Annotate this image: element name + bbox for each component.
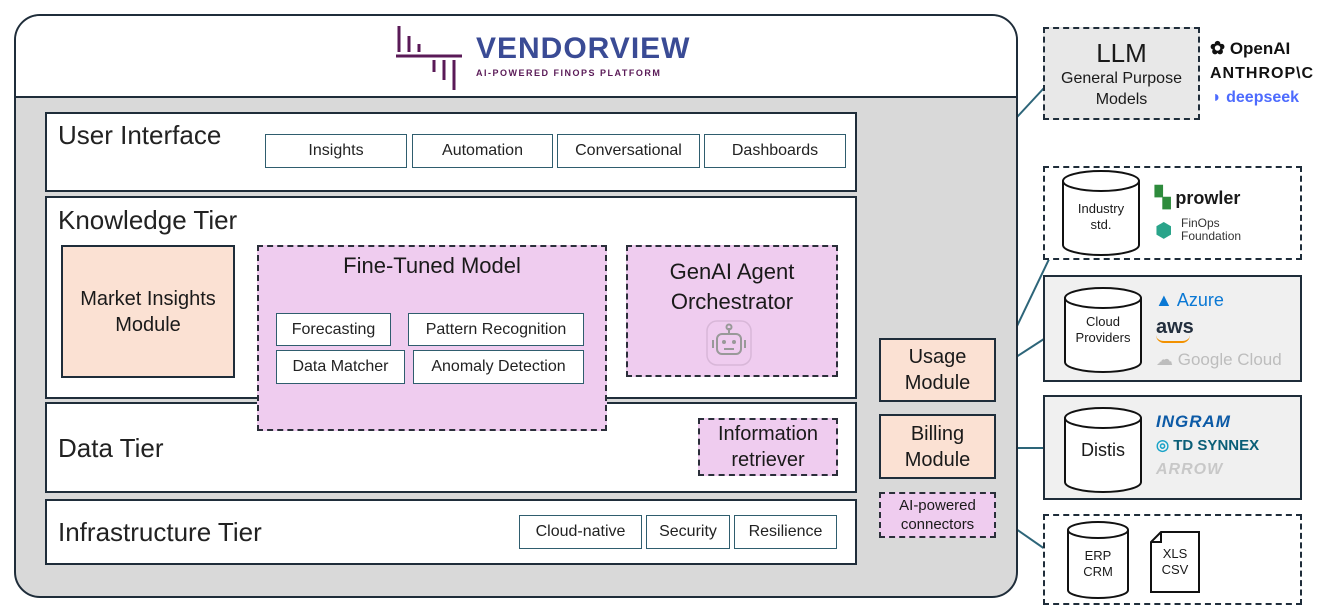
- logo-wordmark: VENDORVIEW: [476, 32, 691, 65]
- document-label: XLS CSV: [1149, 546, 1201, 578]
- llm-box: LLM General Purpose Models: [1043, 27, 1200, 120]
- industry-line1: Industry: [1077, 201, 1125, 216]
- llm-line2: Models: [1095, 90, 1148, 108]
- google-cloud-icon: ☁: [1156, 350, 1173, 369]
- usage-line2: Module: [904, 372, 971, 394]
- finops-label-2: Foundation: [1181, 229, 1242, 243]
- google-cloud-label: Google Cloud: [1177, 350, 1282, 369]
- openai-logo: ✿ OpenAI: [1210, 38, 1290, 59]
- information-retriever: Information retriever: [698, 418, 838, 476]
- logo-tagline: AI-POWERED FINOPS PLATFORM: [476, 68, 662, 78]
- erp-line2: CRM: [1083, 564, 1113, 579]
- finops-icon: ⬢: [1155, 220, 1173, 242]
- billing-line2: Module: [904, 448, 971, 471]
- erp-database-icon: [1067, 521, 1129, 599]
- aws-logo: aws: [1156, 316, 1194, 343]
- industry-database-icon: [1062, 170, 1140, 256]
- orchestrator-line1: GenAI Agent: [669, 259, 795, 284]
- logo-mark-icon: [396, 26, 462, 90]
- openai-label: OpenAI: [1229, 39, 1291, 58]
- prowler-icon: ▚: [1155, 187, 1171, 209]
- logo-header: VENDORVIEW AI-POWERED FINOPS PLATFORM: [16, 16, 1016, 98]
- erp-label: ERP CRM: [1066, 548, 1130, 580]
- distis-database-icon: [1064, 407, 1142, 493]
- distis-label: Distis: [1081, 440, 1125, 460]
- tdsynnex-icon: ◎: [1156, 437, 1170, 454]
- google-cloud-logo: ☁ Google Cloud: [1156, 350, 1282, 370]
- prowler-label: prowler: [1175, 188, 1241, 208]
- fine-tuned-model-title: Fine-Tuned Model: [343, 253, 521, 278]
- market-insights-module: Market Insights Module: [61, 245, 235, 378]
- industry-label: Industry std.: [1061, 201, 1141, 233]
- forecasting: Forecasting: [276, 313, 391, 346]
- doc-line1: XLS: [1162, 546, 1188, 561]
- anthropic-logo: ANTHROP\C: [1210, 65, 1315, 82]
- whale-icon: ◗: [1212, 89, 1222, 106]
- data-matcher: Data Matcher: [276, 350, 405, 384]
- data-tier-title: Data Tier: [58, 433, 164, 463]
- orchestrator-line2: Orchestrator: [670, 289, 794, 314]
- infra-resilience: Resilience: [734, 515, 837, 549]
- retriever-line2: retriever: [731, 449, 805, 471]
- tdsynnex-label: TD SYNNEX: [1173, 437, 1260, 454]
- prowler-logo: ▚ prowler: [1155, 185, 1240, 210]
- aws-label: aws: [1156, 316, 1194, 338]
- deepseek-logo: ◗ deepseek: [1212, 89, 1299, 107]
- infra-cloud-native: Cloud-native: [519, 515, 642, 549]
- document-icon: [1150, 531, 1200, 593]
- user-interface-title: User Interface: [58, 120, 222, 150]
- azure-label: Azure: [1176, 290, 1224, 310]
- openai-icon: ✿: [1210, 38, 1226, 58]
- tdsynnex-logo: ◎ TD SYNNEX: [1156, 436, 1259, 454]
- cloud-label: Cloud Providers: [1063, 314, 1143, 346]
- infra-security: Security: [646, 515, 730, 549]
- llm-line1: General Purpose: [1061, 69, 1182, 87]
- usage-line1: Usage: [908, 346, 967, 368]
- cloud-line1: Cloud: [1086, 314, 1120, 329]
- billing-module: Billing Module: [879, 414, 996, 479]
- ui-automation: Automation: [412, 134, 553, 168]
- cloud-database-icon: [1064, 287, 1142, 373]
- ui-insights: Insights: [265, 134, 407, 168]
- deepseek-label: deepseek: [1226, 89, 1300, 106]
- llm-title: LLM: [1096, 37, 1147, 68]
- billing-line1: Billing: [910, 422, 965, 445]
- finops-logo: ⬢ FinOps Foundation: [1155, 216, 1275, 244]
- industry-line2: std.: [1090, 217, 1112, 232]
- doc-line2: CSV: [1161, 562, 1189, 577]
- connectors-line1: AI-powered: [899, 497, 976, 514]
- ui-dashboards: Dashboards: [704, 134, 846, 168]
- connectors-line2: connectors: [900, 516, 975, 533]
- azure-logo: ▲ Azure: [1155, 290, 1224, 311]
- anomaly-detection: Anomaly Detection: [413, 350, 584, 384]
- ingram-logo: INGRAM: [1156, 412, 1231, 431]
- usage-module: Usage Module: [879, 338, 996, 402]
- cloud-line2: Providers: [1075, 330, 1131, 345]
- pattern-recognition: Pattern Recognition: [408, 313, 584, 346]
- aws-smile-icon: [1156, 335, 1190, 343]
- ui-conversational: Conversational: [557, 134, 700, 168]
- market-insights-label: Market Insights Module: [80, 287, 216, 336]
- finops-label-1: FinOps: [1181, 216, 1220, 230]
- robot-icon: [706, 320, 752, 366]
- azure-icon: ▲: [1155, 290, 1173, 310]
- retriever-line1: Information: [717, 423, 819, 445]
- ai-connectors: AI-powered connectors: [879, 492, 996, 538]
- infrastructure-tier-title: Infrastructure Tier: [58, 517, 262, 547]
- erp-line1: ERP: [1084, 548, 1112, 563]
- arrow-logo: ARROW: [1156, 461, 1224, 478]
- knowledge-tier-title: Knowledge Tier: [58, 205, 238, 235]
